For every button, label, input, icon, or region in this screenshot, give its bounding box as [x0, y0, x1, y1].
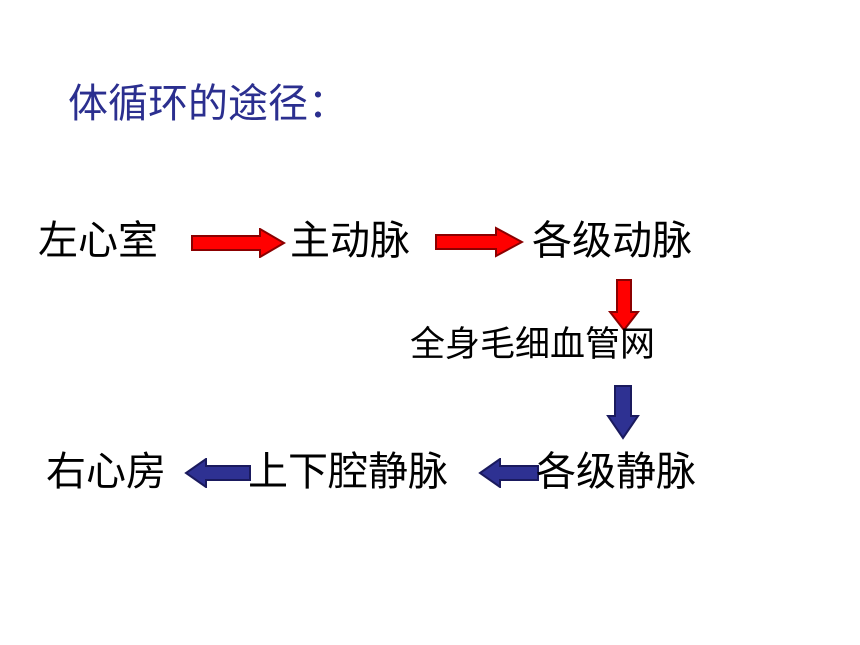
node-left-ventricle: 左心室	[38, 218, 158, 264]
right-arrow-red-icon	[190, 228, 286, 258]
node-aorta: 主动脉	[290, 218, 410, 264]
left-arrow-blue-icon	[478, 458, 540, 488]
node-arteries: 各级动脉	[532, 218, 692, 264]
node-veins: 各级静脉	[536, 449, 696, 495]
node-right-atrium: 右心房	[46, 449, 166, 495]
arrow-shape	[478, 458, 539, 488]
arrow-shape	[608, 279, 640, 332]
arrow-shape	[191, 228, 286, 258]
arrow-shape	[606, 385, 640, 440]
down-arrow-red-icon	[608, 278, 640, 332]
right-arrow-red-icon	[434, 226, 524, 258]
arrow-shape	[435, 226, 524, 258]
node-vena-cava: 上下腔静脉	[248, 449, 448, 495]
down-arrow-blue-icon	[606, 384, 640, 440]
node-capillary-network: 全身毛细血管网	[410, 325, 656, 365]
page-title: 体循环的途径：	[68, 81, 348, 127]
left-arrow-blue-icon	[184, 458, 252, 488]
arrow-shape	[184, 458, 251, 488]
